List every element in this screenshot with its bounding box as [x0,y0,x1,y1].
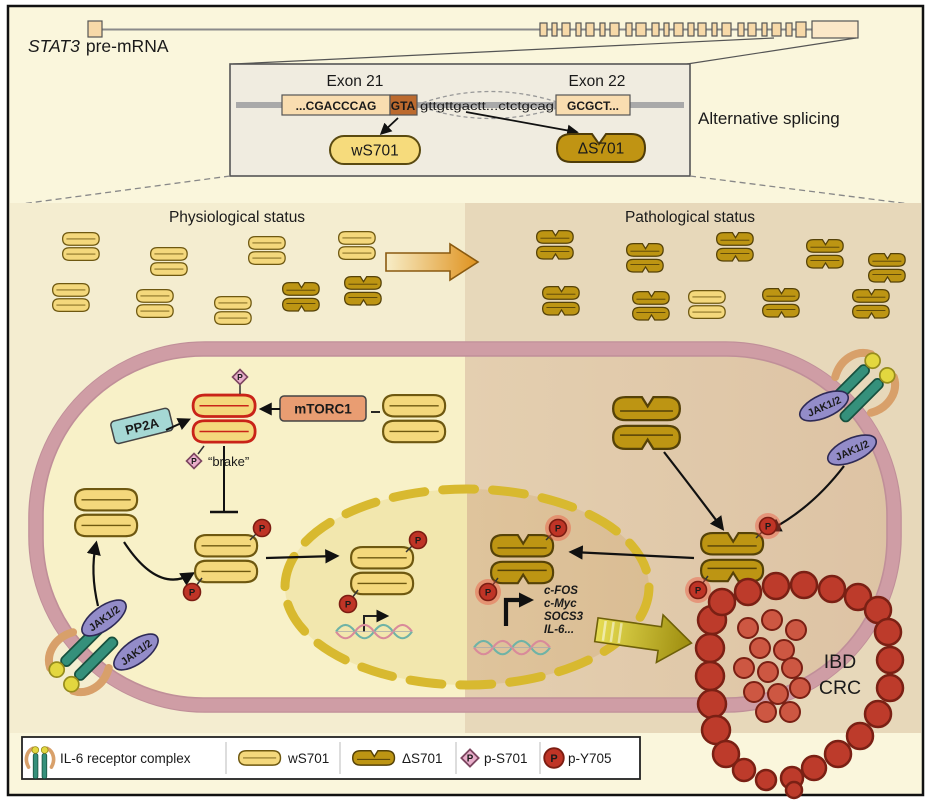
arrow-to-ds701 [465,111,579,137]
membrane-inner-line [42,355,888,699]
to-nucleus-arrow [265,549,340,564]
crc-label: CRC [819,677,861,699]
svg-text:c-FOS: c-FOS [544,585,578,597]
svg-text:wS701: wS701 [350,143,398,160]
p-y705-icon [408,530,428,550]
legend: IL-6 receptor complex wS701 ΔS701 p-S701… [21,736,641,781]
p-y705-icon [338,594,358,614]
legend-receptor-label: IL-6 receptor complex [60,751,191,766]
seq-intron: gttgttgactt...ctctgcag [420,99,554,113]
pathological-pathway [568,341,907,664]
ws701-pill: wS701 [329,135,421,165]
pp2a-arrow [165,418,191,431]
seq-exon21: ...CGACCCAG [296,99,377,113]
arrow-to-ws701 [379,117,399,136]
splice-path-lower [415,104,567,120]
zoom-line-left [13,175,231,206]
legend-ps701-label: p-S701 [484,751,528,766]
sequence-bar: ...CGACCCAG GTA gttgttgactt...ctctgcag G… [281,94,631,116]
mtorc1-box: mTORC1 [279,395,367,422]
receptor-arrow [86,540,101,607]
svg-text:SOCS3: SOCS3 [544,611,584,623]
physiological-title: Physiological status [169,209,305,226]
zoom-line-right [689,175,919,206]
disease-arrow [593,613,693,664]
colon-icon: IBD CRC [694,570,905,800]
nucleus [280,484,654,690]
p-y705-icon [685,577,711,603]
dimer-arrow [663,451,725,531]
big-transition-arrow [385,242,480,282]
seq-exon22: GCGCT... [567,99,619,113]
to-nucleus-arrow [568,545,695,560]
legend-py705-label: p-Y705 [568,751,612,766]
dimer-arrow [123,541,196,586]
pathological-title: Pathological status [625,209,755,226]
brake-label: “brake” [208,454,249,469]
physiological-pathway: mTORC1 PP2A “brake” [37,368,445,704]
p-y705-icon [182,582,202,602]
p-y705-icon [543,747,565,769]
svg-text:c-Myc: c-Myc [544,598,577,610]
splice-path-upper [415,90,567,106]
pp2a-box: PP2A [110,407,174,445]
legend-box [21,736,641,780]
p-y705-icon [545,515,571,541]
nucleus-contents: c-FOS c-Myc SOCS3 IL-6... [334,515,584,656]
legend-ds701-label: ΔS701 [402,751,443,766]
membrane-outer-line [28,341,902,713]
ibd-label: IBD [824,651,857,673]
p-y705-icon [755,513,781,539]
target-genes: c-FOS c-Myc SOCS3 IL-6... [544,585,584,636]
p-y705-icon [252,518,272,538]
p-y705-icon [475,579,501,605]
status-band: Physiological status Pathological status [10,203,921,330]
intron-line [236,102,684,108]
transcription-arrow [363,609,390,632]
alt-splicing-label: Alternative splicing [698,109,840,128]
svg-text:ΔS701: ΔS701 [578,141,625,158]
svg-text:mTORC1: mTORC1 [294,402,352,417]
gene-track [87,20,859,65]
strong-transcription-arrow [503,592,534,626]
ws701-icon [238,749,282,766]
svg-text:IL-6...: IL-6... [544,624,574,636]
ds701-pill: ΔS701 [555,133,647,163]
legend-ws701-label: wS701 [287,751,329,766]
seq-splice-donor: GTA [391,99,416,113]
exon21-label: Exon 21 [327,73,384,90]
splice-detail-box: Exon 21 Exon 22 ...CGACCCAG GTA gttgttga… [229,63,691,177]
cell-section: mTORC1 PP2A “brake” [10,330,921,733]
exon22-label: Exon 22 [569,73,626,90]
